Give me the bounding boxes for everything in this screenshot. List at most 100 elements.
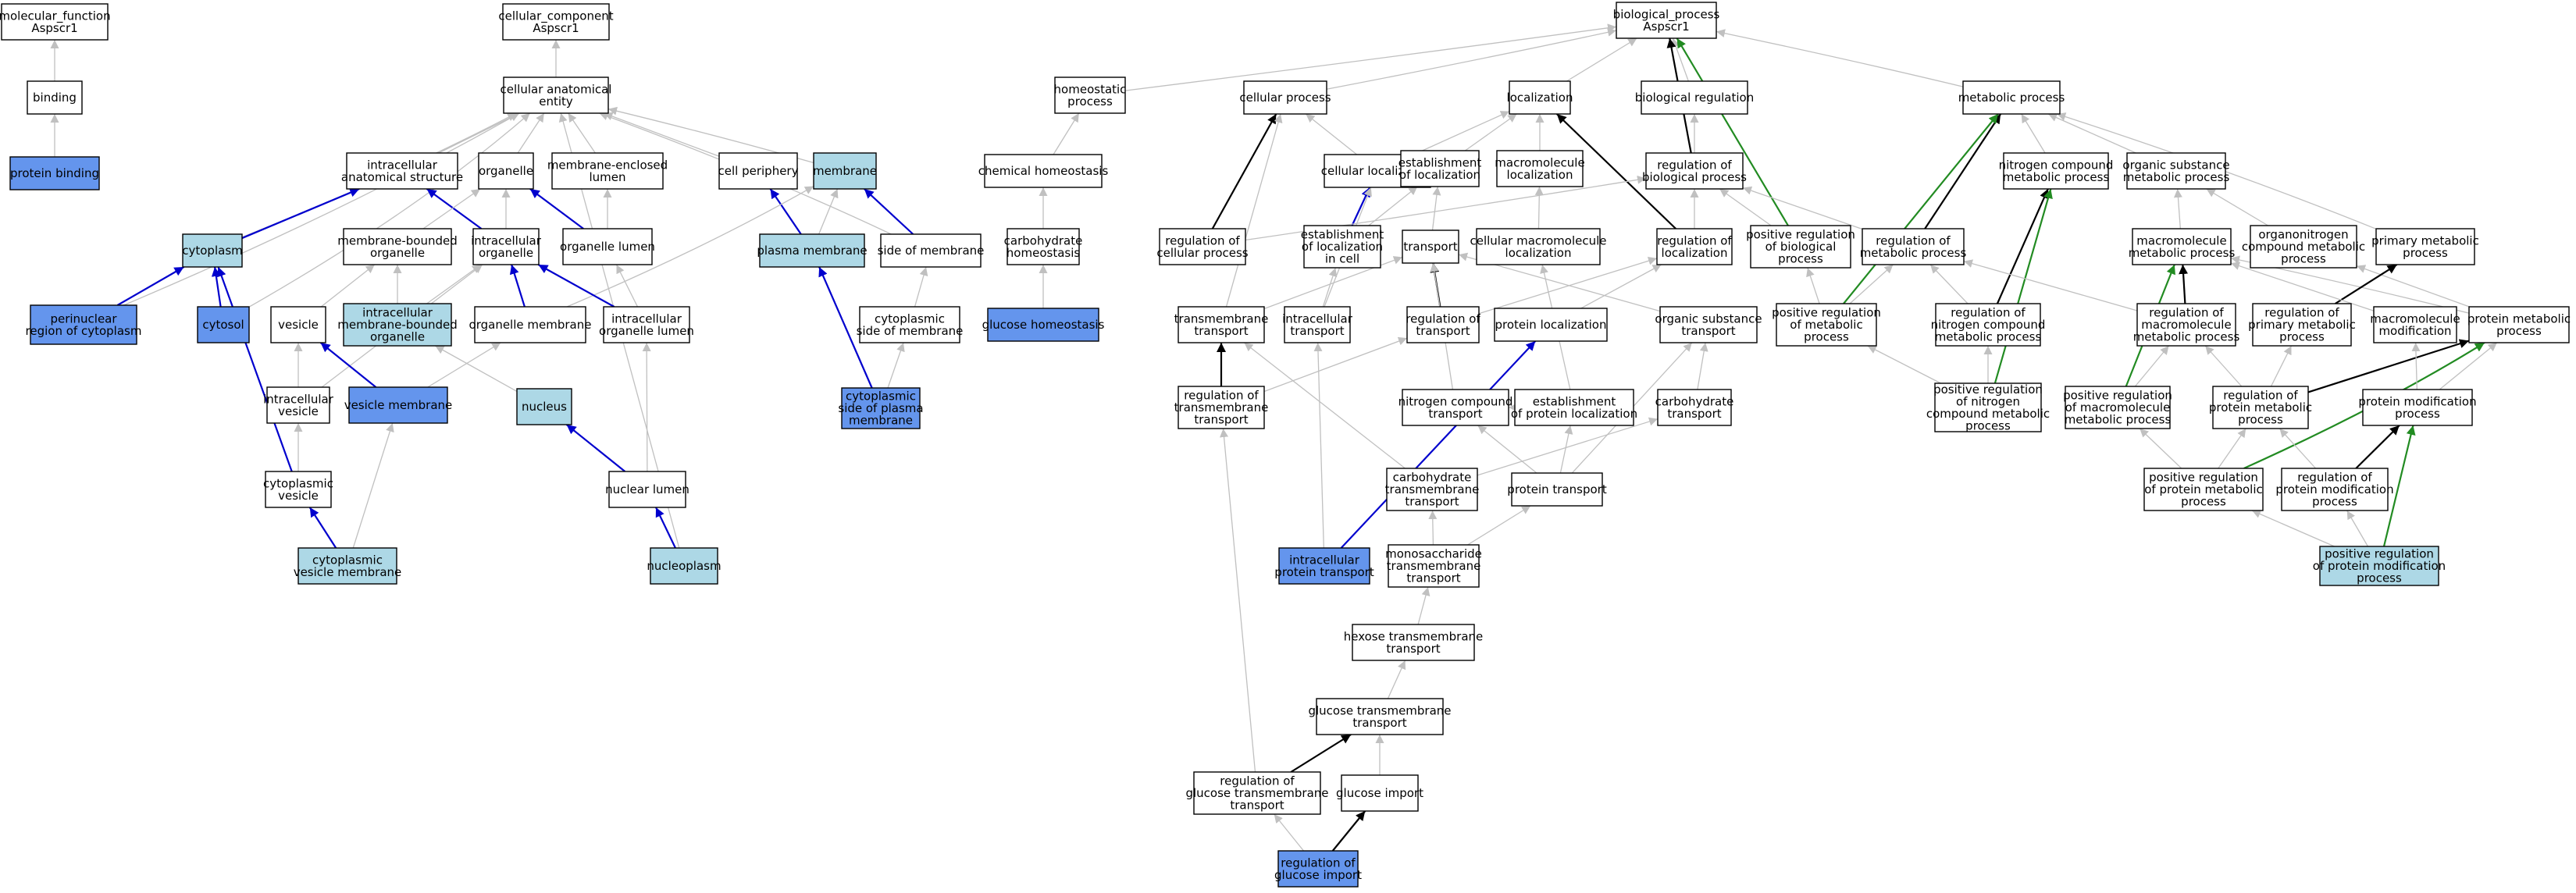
go-term-node-localization[interactable]: localization xyxy=(1507,80,1573,115)
go-term-node-organelle[interactable]: organelle xyxy=(478,152,534,190)
edge-is-a xyxy=(2270,345,2293,387)
node-label-line: positive regulation xyxy=(1746,228,1855,242)
go-term-node-organelle-membrane[interactable]: organelle membrane xyxy=(469,306,592,343)
node-box xyxy=(2136,303,2236,347)
go-term-node-glucose-homeostasis[interactable]: glucose homeostasis xyxy=(982,308,1105,342)
go-term-node-binding[interactable]: binding xyxy=(27,80,83,115)
go-term-node-organelle-lumen[interactable]: organelle lumen xyxy=(560,228,655,265)
node-label-line: cytoplasmic xyxy=(875,311,945,326)
go-term-node-nucleus[interactable]: nucleus xyxy=(516,388,572,425)
go-term-node-vesicle[interactable]: vesicle xyxy=(270,306,326,343)
go-term-node-membrane[interactable]: membrane xyxy=(813,152,877,190)
go-term-node-nuclear-lumen[interactable]: nuclear lumen xyxy=(605,471,689,508)
go-term-node-cytoplasm[interactable]: cytoplasm xyxy=(182,233,243,268)
node-box xyxy=(502,3,610,41)
node-label-line: regulation of xyxy=(1657,233,1732,247)
go-term-node-protein-localization[interactable]: protein localization xyxy=(1494,308,1608,342)
edge-is-a xyxy=(2139,428,2182,469)
edge-pos-regulates xyxy=(1676,37,1789,226)
go-term-node-cell-periphery[interactable]: cell periphery xyxy=(718,152,799,190)
go-term-node-chemical-homeostasis[interactable]: chemical homeostasis xyxy=(978,154,1109,188)
go-term-node-vesicle-membrane[interactable]: vesicle membrane xyxy=(344,386,453,424)
go-term-node-side-membrane[interactable]: side of membrane xyxy=(878,233,985,268)
go-term-node-transport[interactable]: transport xyxy=(1402,229,1459,264)
go-term-node-protein-transport[interactable]: protein transport xyxy=(1507,472,1607,507)
edge-part-of xyxy=(529,188,584,229)
node-label-line: molecular_function xyxy=(0,9,111,23)
node-label-line: transport xyxy=(1386,642,1440,656)
go-term-node-glucose-import[interactable]: glucose import xyxy=(1336,774,1423,812)
go-term-node-plasma-membrane[interactable]: plasma membrane xyxy=(757,233,868,268)
go-term-node-cytosol[interactable]: cytosol xyxy=(197,306,250,343)
node-label-line: localization xyxy=(1662,246,1728,260)
go-term-node-nucleoplasm[interactable]: nucleoplasm xyxy=(647,547,721,585)
go-term-node-protein-binding[interactable]: protein binding xyxy=(9,156,100,190)
node-box xyxy=(1054,76,1126,114)
go-term-node-biological-regulation[interactable]: biological regulation xyxy=(1635,80,1754,115)
node-label-line: of macromolecule xyxy=(2065,400,2171,414)
go-term-node-cellular-process[interactable]: cellular process xyxy=(1239,80,1331,115)
go-term-node-metabolic-process[interactable]: metabolic process xyxy=(1958,80,2065,115)
